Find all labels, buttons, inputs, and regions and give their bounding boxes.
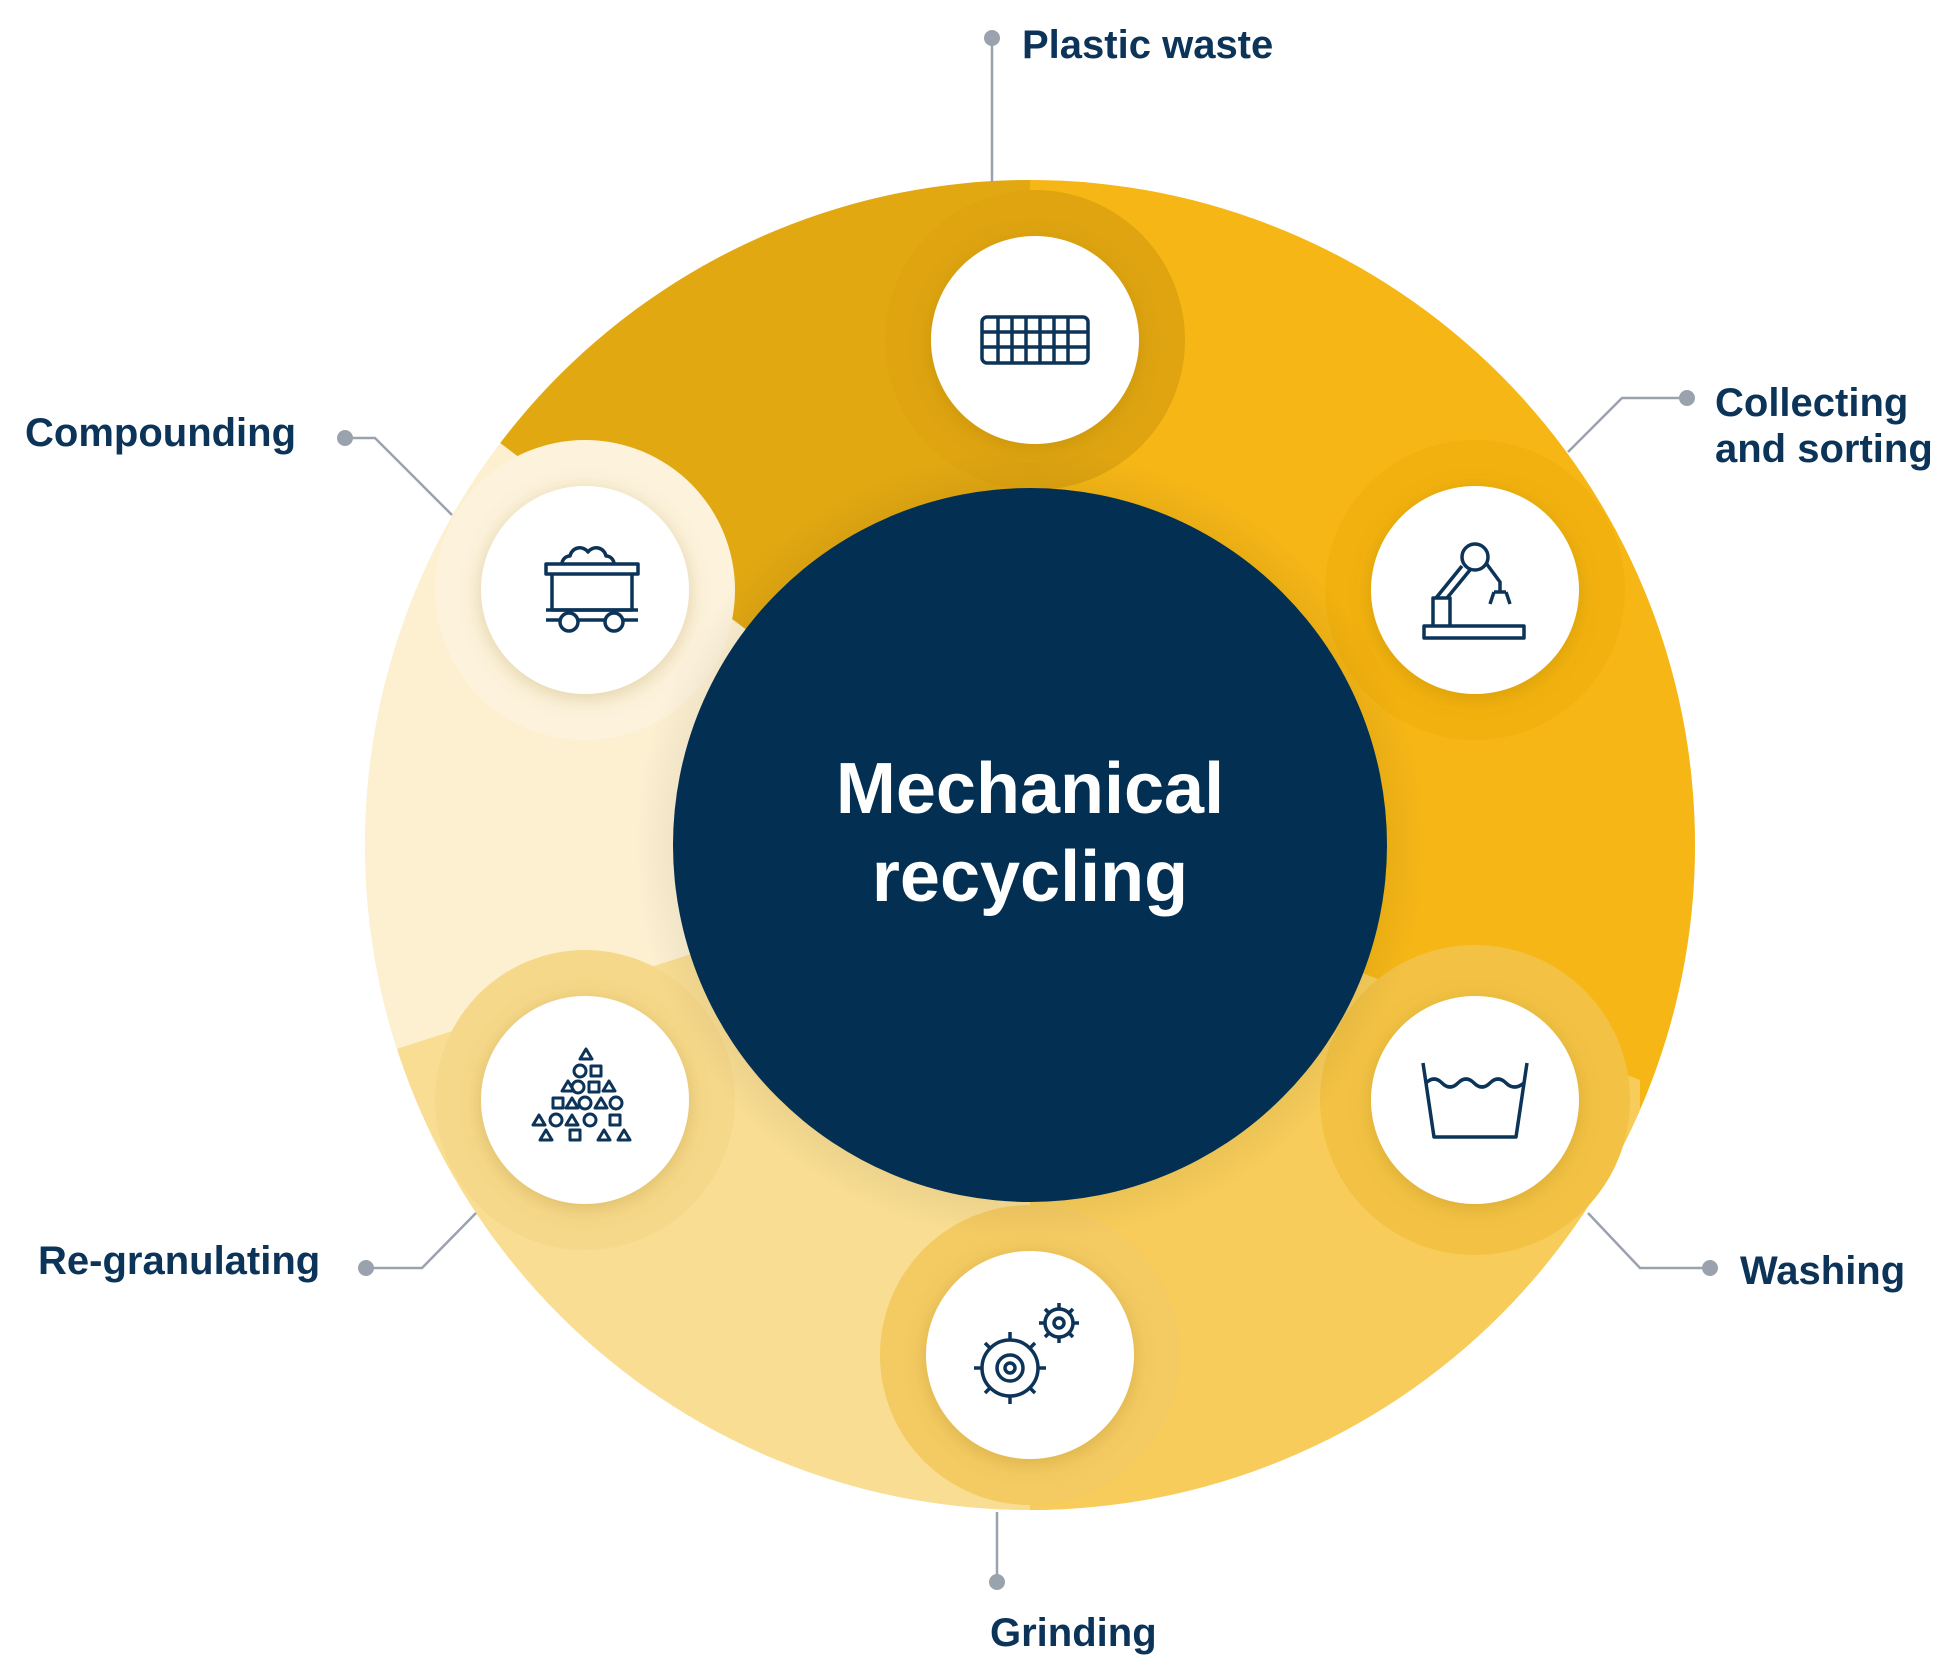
- label-compounding: Compounding: [25, 411, 297, 455]
- label-washing: Washing: [1740, 1249, 1906, 1293]
- connectors: [345, 38, 1710, 1582]
- granules-pile-icon: [531, 1047, 632, 1142]
- label-collecting-sorting: Collecting and sorting: [1715, 380, 1933, 472]
- icon-circles: [481, 236, 1579, 1459]
- label-re-granulating: Re-granulating: [38, 1239, 321, 1283]
- gears-icon: [974, 1303, 1079, 1404]
- label-collecting-line2: and sorting: [1715, 427, 1933, 471]
- plastic-crate-icon: [980, 315, 1090, 365]
- mine-cart-icon: [544, 546, 640, 633]
- label-collecting-line1: Collecting: [1715, 381, 1909, 425]
- center-circle: [673, 488, 1387, 1202]
- label-grinding: Grinding: [990, 1611, 1157, 1655]
- washing-tub-icon: [1421, 1062, 1529, 1139]
- label-plastic-waste: Plastic waste: [1022, 23, 1274, 67]
- center-title-line2: recycling: [871, 837, 1189, 917]
- connector-dots: [337, 30, 1718, 1590]
- center-title: Mechanical recycling: [675, 745, 1385, 921]
- center-title-line1: Mechanical: [835, 749, 1225, 829]
- robotic-arm-icon: [1422, 542, 1526, 640]
